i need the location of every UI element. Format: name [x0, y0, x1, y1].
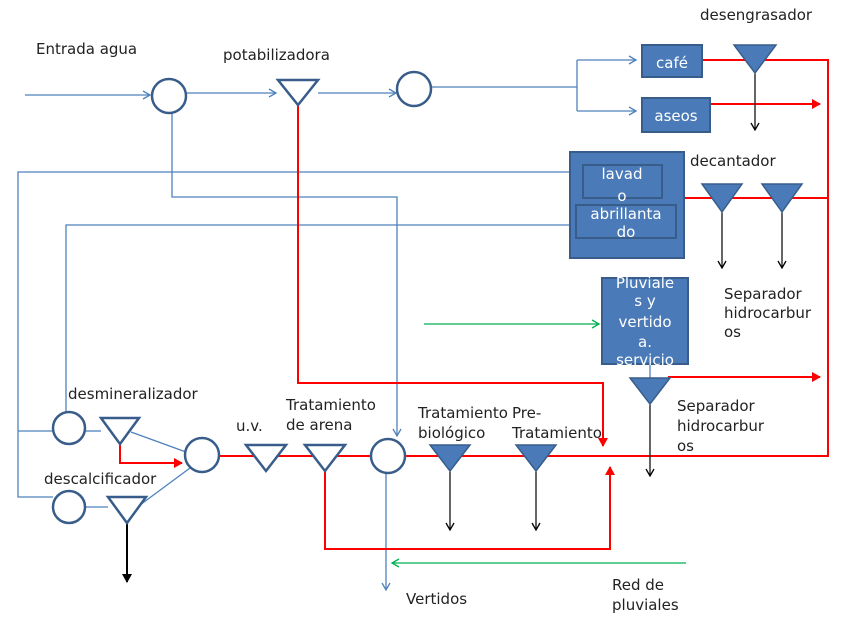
vertidos-label: Vertidos — [406, 590, 467, 608]
arena-label: Tratamiento — [285, 396, 376, 414]
cafe-box — [641, 44, 703, 78]
pretratamiento-label: Pre- — [512, 404, 541, 422]
desmineralizador-label: desmineralizador — [68, 385, 199, 403]
biologico-label-2: biológico — [418, 424, 485, 442]
separador-triangle — [628, 377, 672, 406]
red-pluviales-label: Red de — [612, 576, 664, 594]
desengrasador-label: desengrasador — [700, 6, 813, 24]
descalcificador-node — [51, 489, 87, 525]
pluviales-label-line: a. — [638, 333, 652, 351]
abrillantado-line — [65, 224, 570, 412]
abrillantado-label: abrillanta — [590, 205, 661, 223]
pluviales-label-line: s y — [634, 292, 656, 310]
wastewater-lines — [119, 59, 829, 550]
potabilizadora-triangle — [275, 78, 321, 108]
uv-triangle — [243, 443, 289, 474]
mix-node — [183, 436, 221, 474]
uv-label: u.v. — [236, 417, 263, 435]
link-line — [139, 467, 191, 506]
separador-label-2c: os — [677, 437, 694, 455]
sludge-arrows — [122, 73, 787, 583]
potabilizadora-label: potabilizadora — [223, 46, 330, 64]
filled-triangles — [428, 44, 804, 473]
pluviales-box — [601, 277, 689, 365]
lavado-label-2: o — [617, 187, 626, 205]
abrillantado-inner-box — [575, 204, 677, 239]
lavado-return-line — [17, 171, 570, 498]
desmineralizador-node — [51, 410, 87, 446]
pluviales-label-line: servicio — [616, 351, 674, 369]
separador-label-1b: hidrocarbur — [724, 304, 812, 322]
pluviales-label-line: vertido — [618, 313, 671, 331]
biologico-triangle — [428, 444, 472, 473]
separador-label-2: Separador — [677, 397, 756, 415]
arena-loop-arrow — [324, 466, 615, 550]
cafe-label: café — [656, 54, 688, 72]
entrada-label: Entrada agua — [36, 40, 137, 58]
pluviales-label: Pluviale s y vertido a. servicio — [616, 274, 674, 369]
decantador-triangle — [700, 183, 744, 214]
inlet-node — [150, 77, 188, 115]
desmineralizador-triangle — [98, 416, 142, 447]
pluviales-label-line: Pluviale — [616, 274, 674, 292]
link-line — [130, 431, 187, 453]
aseos-label: aseos — [654, 107, 697, 125]
arena-triangle — [302, 443, 348, 474]
potabilizadora-reject-arrow — [297, 105, 608, 447]
separador-label-1c: os — [724, 323, 741, 341]
decantador-label: decantador — [690, 152, 776, 170]
separador-triangle — [760, 183, 804, 214]
water-lines — [17, 55, 651, 592]
circles — [51, 70, 433, 525]
descalcificador-label: descalcificador — [44, 470, 157, 488]
pretratamiento-label-2: Tratamiento — [511, 424, 602, 442]
lavado-inner-box — [582, 164, 663, 199]
boxes — [569, 44, 711, 365]
biologico-label: Tratamiento — [417, 404, 508, 422]
descalcificador-triangle — [105, 495, 149, 526]
aseos-box — [641, 97, 711, 133]
separador-label-1: Separador — [724, 285, 803, 303]
pretratamiento-triangle — [514, 444, 558, 473]
outline-triangles — [98, 78, 348, 526]
rain-lines — [390, 319, 686, 568]
arena-label-2: de arena — [286, 416, 352, 434]
abrillantado-label-2: do — [617, 223, 636, 241]
desengrasador-triangle — [732, 44, 778, 75]
separador-label-2b: hidrocarbur — [677, 417, 765, 435]
desmineralizador-reject-arrow — [119, 444, 183, 468]
treated-node — [369, 437, 407, 475]
potable-node — [395, 70, 433, 108]
bypass-line — [171, 113, 402, 438]
red-pluviales-label-2: pluviales — [612, 596, 679, 614]
lavado-label: lavad — [602, 165, 643, 183]
